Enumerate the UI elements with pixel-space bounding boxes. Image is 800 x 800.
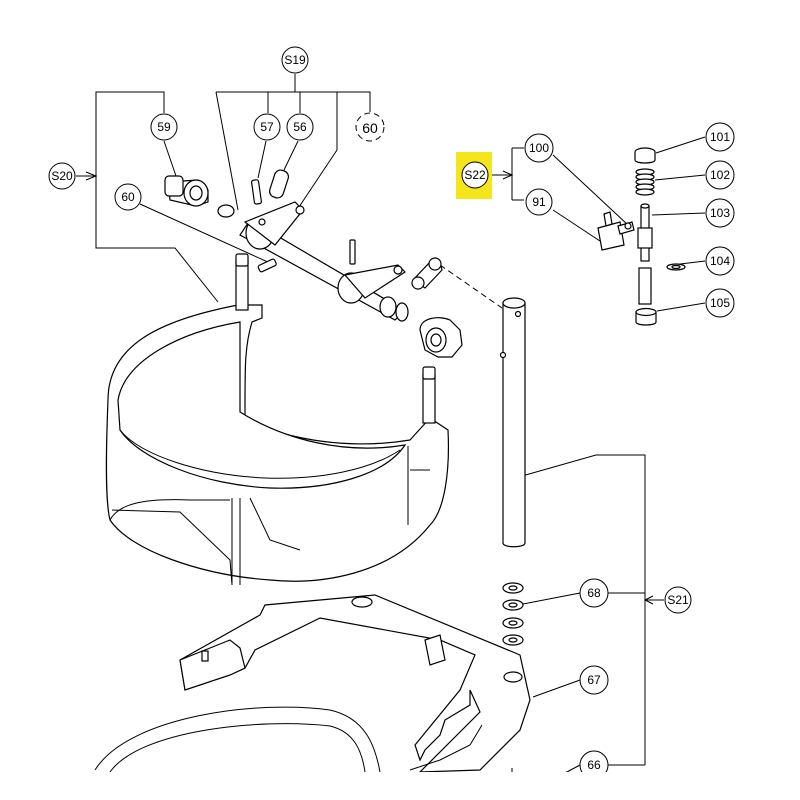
callout-91-label: 91 (532, 195, 546, 209)
callout-103[interactable]: 103 (705, 198, 735, 228)
callout-102[interactable]: 102 (705, 160, 735, 190)
bearing-59 (164, 175, 209, 207)
spring-102 (635, 168, 655, 196)
callout-91[interactable]: 91 (525, 188, 553, 216)
callout-59[interactable]: 59 (150, 113, 178, 141)
callout-s22[interactable]: S22 (461, 161, 489, 189)
callout-s19-label: S19 (284, 53, 306, 67)
callout-101[interactable]: 101 (705, 122, 735, 152)
callout-68[interactable]: 68 (579, 578, 609, 608)
callout-56[interactable]: 56 (286, 113, 314, 141)
bottom-crop (0, 772, 800, 800)
callout-56-label: 56 (293, 120, 307, 134)
callout-60-dashed-label: 60 (362, 120, 378, 136)
callout-57-label: 57 (260, 120, 274, 134)
callout-101-label: 101 (710, 130, 730, 144)
microswitch-assembly (597, 211, 635, 251)
callout-104-label: 104 (710, 254, 730, 268)
leader-lines (76, 74, 706, 774)
callout-104[interactable]: 104 (705, 246, 735, 276)
callout-59-label: 59 (157, 120, 171, 134)
callout-66-label: 66 (587, 758, 601, 772)
callout-s20-label: S20 (51, 169, 73, 183)
callout-s19[interactable]: S19 (281, 46, 309, 74)
rod-and-washers (499, 297, 526, 646)
callout-105-label: 105 (710, 296, 730, 310)
base-housing-67 (94, 594, 531, 775)
callout-103-label: 103 (710, 206, 730, 220)
callout-67[interactable]: 67 (579, 665, 609, 695)
callout-102-label: 102 (710, 168, 730, 182)
plunger-stack (634, 147, 686, 326)
callout-57[interactable]: 57 (253, 113, 281, 141)
callout-100[interactable]: 100 (524, 133, 554, 163)
callout-60[interactable]: 60 (114, 183, 142, 211)
callout-s20[interactable]: S20 (48, 162, 76, 190)
callout-s22-label: S22 (464, 168, 486, 182)
callout-68-label: 68 (587, 586, 601, 600)
callout-s21-label: S21 (667, 593, 689, 607)
callout-67-label: 67 (587, 673, 601, 687)
callout-60-label: 60 (121, 190, 135, 204)
shaft-assembly (217, 169, 463, 358)
callout-100-label: 100 (529, 141, 549, 155)
callout-s21[interactable]: S21 (664, 586, 692, 614)
callout-105[interactable]: 105 (705, 288, 735, 318)
callout-60-dashed[interactable]: 60 (355, 112, 385, 142)
bowl-basket-assembly (105, 253, 449, 586)
